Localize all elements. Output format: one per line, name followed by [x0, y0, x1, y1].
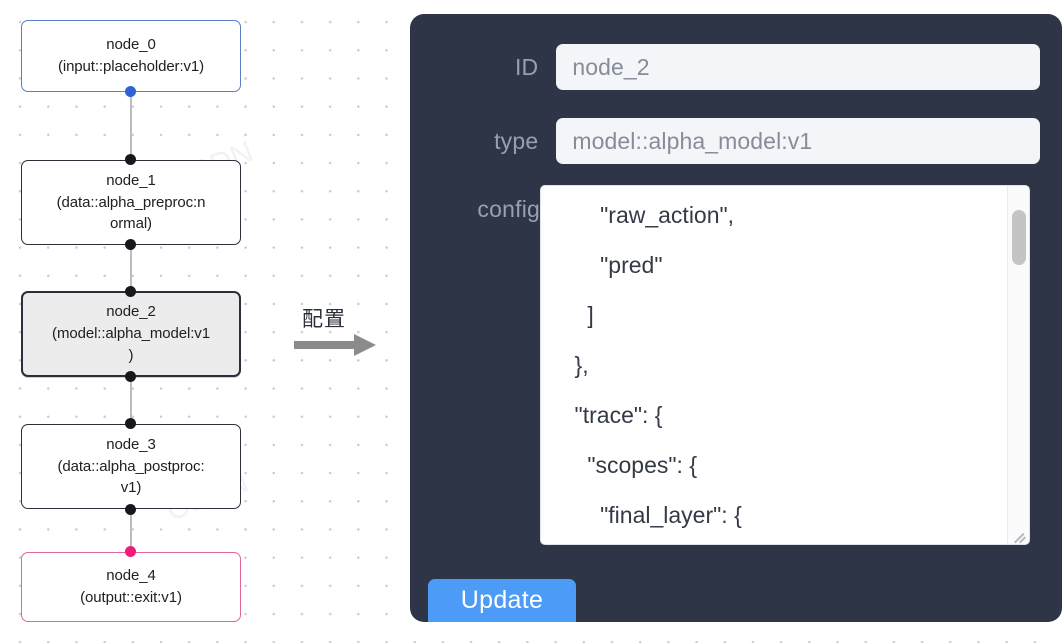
edge-node2-node3: [130, 376, 132, 420]
config-field-label: config: [477, 196, 540, 222]
port-node4-input[interactable]: [125, 546, 136, 557]
config-textarea-scrollbar[interactable]: [1007, 186, 1029, 544]
edge-node0-node1: [130, 92, 132, 160]
port-node1-output[interactable]: [125, 239, 136, 250]
node-subtitle: (output::exit:v1): [80, 589, 182, 606]
annotation-label: 配置: [302, 308, 346, 331]
update-button[interactable]: Update: [428, 579, 576, 622]
port-node3-input[interactable]: [125, 418, 136, 429]
field-row-type: type: [420, 118, 1040, 164]
node-subtitle: (model::alpha_model:v1: [52, 325, 210, 343]
node-title: node_3: [106, 435, 156, 453]
annotation-arrow-icon: [294, 334, 378, 356]
graph-node-node_2[interactable]: node_2 (model::alpha_model:v1 ): [21, 291, 241, 377]
graph-node-node_0[interactable]: node_0 (input::placeholder:v1): [21, 20, 241, 92]
node-subtitle-cont: ): [128, 346, 134, 364]
node-config-panel: ID type config "raw_action", "pred" ] },…: [410, 14, 1062, 622]
port-node2-input[interactable]: [125, 286, 136, 297]
port-node2-output[interactable]: [125, 371, 136, 382]
scrollbar-thumb[interactable]: [1012, 210, 1026, 265]
port-node3-output[interactable]: [125, 504, 136, 515]
port-node1-input[interactable]: [125, 154, 136, 165]
graph-node-node_4[interactable]: node_4 (output::exit:v1): [21, 552, 241, 622]
node-title: node_0: [106, 36, 156, 54]
node-title: node_2: [106, 303, 156, 321]
node-subtitle: (data::alpha_preproc:n: [56, 193, 206, 211]
resize-handle-icon[interactable]: [1011, 527, 1027, 544]
node-subtitle-cont: v1): [120, 479, 142, 497]
graph-node-node_3[interactable]: node_3 (data::alpha_postproc: v1): [21, 424, 241, 509]
id-field-label: ID: [514, 53, 539, 80]
config-textarea-wrapper: "raw_action", "pred" ] }, "trace": { "sc…: [540, 185, 1030, 545]
config-textarea[interactable]: "raw_action", "pred" ] }, "trace": { "sc…: [540, 185, 1030, 545]
id-input[interactable]: [556, 44, 1040, 90]
node-subtitle: (data::alpha_postproc:: [57, 457, 205, 475]
config-textarea-content[interactable]: "raw_action", "pred" ] }, "trace": { "sc…: [574, 202, 742, 528]
node-title: node_1: [106, 171, 156, 189]
port-node0-output[interactable]: [125, 86, 136, 97]
type-field-label: type: [494, 127, 539, 154]
graph-node-node_1[interactable]: node_1 (data::alpha_preproc:n ormal): [21, 160, 241, 245]
edge-node3-node4: [130, 509, 132, 551]
node-title: node_4: [106, 567, 156, 585]
edge-node1-node2: [130, 244, 132, 292]
type-input[interactable]: [556, 118, 1040, 164]
node-subtitle: (input::placeholder:v1): [57, 58, 205, 75]
field-row-id: ID: [420, 44, 1040, 90]
node-subtitle-cont: ormal): [110, 215, 152, 233]
